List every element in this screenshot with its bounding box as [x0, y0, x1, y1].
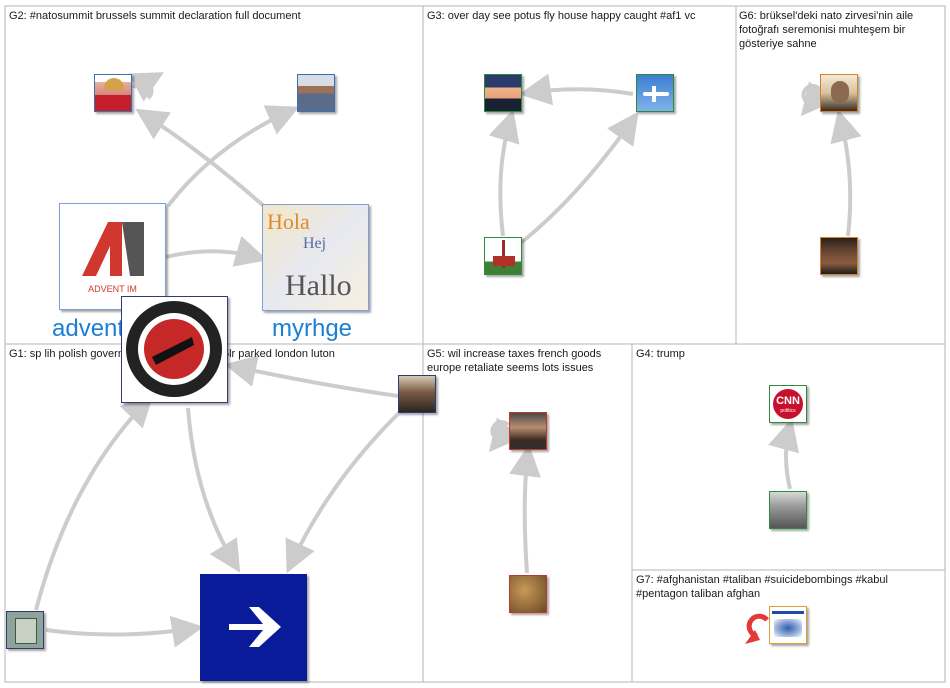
group-panel-g4: [631, 343, 946, 571]
node-avatar-man-glasses[interactable]: [769, 491, 807, 529]
node-avatar-trump[interactable]: [484, 74, 522, 112]
word-cloud-hola: Hola: [267, 209, 310, 234]
edge: [800, 81, 834, 117]
node-airplane-logo[interactable]: [200, 574, 307, 681]
group-title-g7: G7: #afghanistan #taliban #suicidebombin…: [636, 574, 888, 600]
edge: [166, 105, 300, 208]
node-label-myrhge: myrhge: [269, 315, 356, 343]
node-avatar-young-man[interactable]: [820, 237, 858, 275]
cnn-logo-text: CNN: [776, 395, 800, 407]
group-title-g5: G5: wil increase taxes french goods euro…: [427, 348, 602, 374]
edge: [520, 111, 639, 244]
edge: [509, 444, 541, 574]
node-cnn-politics-logo[interactable]: CNN politics: [769, 385, 807, 423]
group-title-g6: G6: brüksel'deki nato zirvesi'nin aile f…: [739, 10, 914, 50]
group-panel-g6: [735, 5, 946, 345]
node-avatar-man-suit[interactable]: [297, 74, 335, 112]
edge: [224, 355, 399, 398]
node-avatar-bearded-man[interactable]: [509, 412, 547, 450]
edge: [488, 417, 522, 453]
edge: [128, 72, 165, 102]
edge: [768, 418, 800, 490]
edge: [45, 615, 204, 648]
edge: [830, 109, 862, 237]
edge: [285, 408, 404, 574]
advent-logo-icon: [82, 222, 144, 276]
node-avatar-map-image[interactable]: [769, 606, 807, 644]
edge: [135, 108, 267, 209]
edge: [519, 73, 634, 106]
self-loop-arrow: [745, 630, 760, 644]
node-avatar-world-map[interactable]: [509, 575, 547, 613]
node-avatar-elderly-man[interactable]: [820, 74, 858, 112]
node-avatar-man-turban[interactable]: [398, 375, 436, 413]
advent-logo-text: ADVENT IM: [88, 284, 137, 294]
group-panel-g5: [422, 343, 633, 683]
airplane-icon: [229, 607, 281, 647]
word-cloud-hallo: Hallo: [285, 269, 352, 302]
edge: [488, 109, 520, 237]
node-avatar-woman[interactable]: [94, 74, 132, 112]
group-title-g3: G3: over day see potus fly house happy c…: [427, 10, 696, 22]
cnn-logo-subtext: politics: [780, 408, 796, 414]
node-avatar-banknote[interactable]: [6, 611, 44, 649]
node-advent-im-logo[interactable]: ADVENT IM: [59, 203, 166, 310]
edge: [165, 235, 268, 267]
edge: [186, 407, 241, 573]
node-avatar-airplane[interactable]: [636, 74, 674, 112]
group-panel-g3: [422, 5, 737, 345]
emblem-icon: [126, 301, 222, 397]
node-myrhge-wordcloud[interactable]: Hola Hej Hallo: [262, 204, 369, 311]
node-antifa-emblem[interactable]: [121, 296, 228, 403]
group-title-g4: G4: trump: [636, 348, 685, 360]
group-title-g2: G2: #natosummit brussels summit declarat…: [9, 10, 301, 22]
word-cloud-hej: Hej: [303, 235, 327, 252]
edge: [34, 394, 154, 611]
node-avatar-flagpole[interactable]: [484, 237, 522, 275]
